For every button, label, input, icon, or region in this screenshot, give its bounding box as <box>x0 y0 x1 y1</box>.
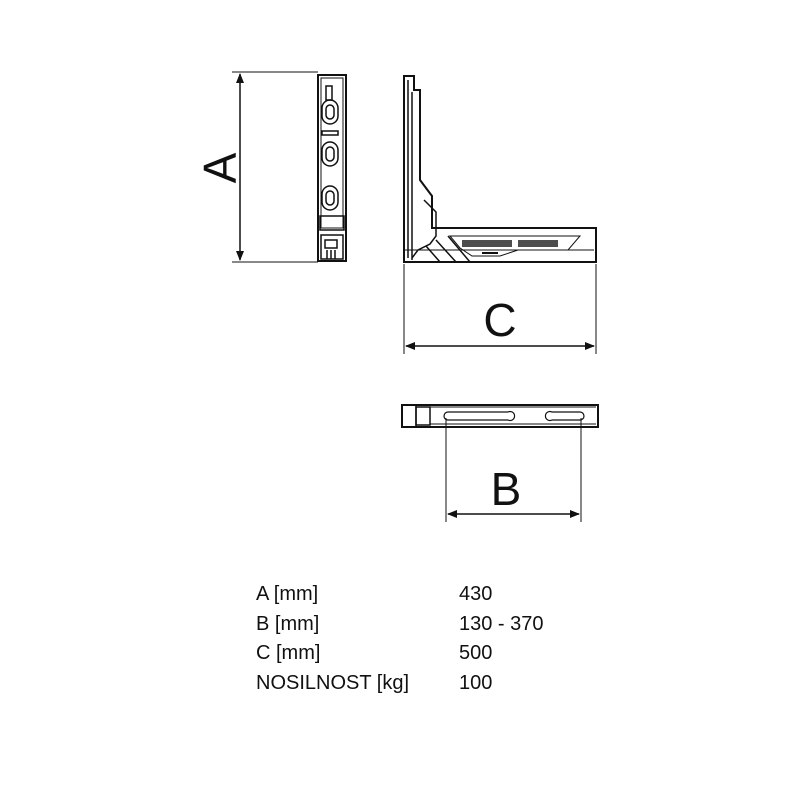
dimension-b-label: B <box>491 463 522 515</box>
front-view <box>232 71 347 263</box>
spec-label: A [mm] <box>256 583 319 605</box>
table-row: B [mm] 130 - 370 <box>256 610 544 640</box>
brand-logo <box>462 240 558 254</box>
table-row: C [mm] 500 <box>256 639 544 669</box>
spec-label: B [mm] <box>256 612 320 635</box>
dimension-c-label: C <box>483 294 516 346</box>
specs-table: A [mm] 430 B [mm] 130 - 370 C [mm] 500 NOSI… <box>256 580 544 698</box>
spec-value: 130 - 370 <box>459 612 544 635</box>
table-row: NOSILNOST [kg] 100 <box>256 669 544 699</box>
top-view <box>401 404 599 522</box>
spec-label: NOSILNOST [kg] <box>256 671 410 694</box>
spec-value: 500 <box>459 642 493 664</box>
side-view <box>403 75 597 354</box>
spec-value: 100 <box>459 671 493 694</box>
table-row: A [mm] 430 <box>256 580 544 610</box>
dimension-a-label: A <box>194 152 246 183</box>
spec-label: C [mm] <box>256 642 321 664</box>
spec-value: 430 <box>459 583 493 605</box>
